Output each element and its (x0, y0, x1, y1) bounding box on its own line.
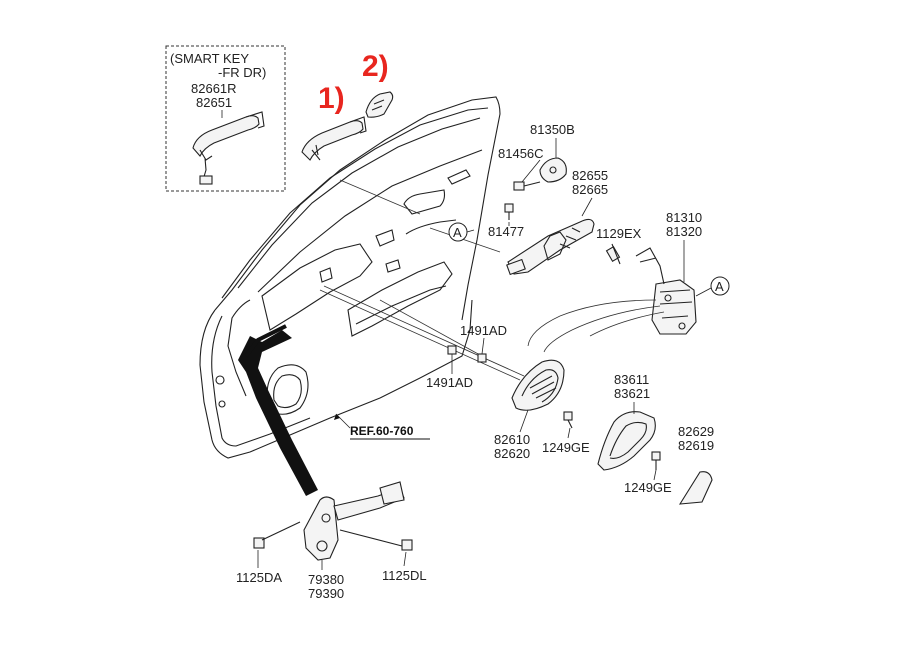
label-83611: 83611 (614, 372, 649, 387)
label-82619: 82619 (678, 438, 714, 453)
label-1491AD-b: 1491AD (426, 375, 473, 390)
label-79380: 79380 (308, 572, 344, 587)
cover-cap-82629-drawing (678, 471, 713, 505)
clip-1491AD-b-drawing (477, 353, 487, 363)
label-1125DA: 1125DA (236, 570, 282, 585)
lock-cables-drawing (527, 299, 665, 353)
label-82651: 82651 (196, 95, 232, 110)
smart-key-outside-handle-drawing (192, 111, 265, 185)
label-1129EX: 1129EX (596, 226, 642, 241)
label-81477: 81477 (488, 224, 524, 239)
label-82620: 82620 (494, 446, 530, 461)
screw-1249GE-b-drawing (651, 451, 661, 470)
callout-2: 2) (362, 50, 389, 83)
label-82661R: 82661R (191, 81, 237, 96)
label-81456C: 81456C (498, 146, 544, 161)
label-83621: 83621 (614, 386, 650, 401)
door-panel-drawing (199, 96, 501, 459)
fastener-81477-drawing (504, 203, 514, 220)
smart-key-label-line2: -FR DR) (218, 65, 266, 80)
label-81320: 81320 (666, 224, 702, 239)
door-check-strap-drawing (238, 324, 318, 496)
reference-marker-a-left: A (448, 222, 475, 242)
bolt-1125DL-drawing (339, 529, 413, 551)
label-82610: 82610 (494, 432, 530, 447)
label-79390: 79390 (308, 586, 344, 601)
ref-label-group: REF.60-760 (334, 413, 430, 440)
smart-key-label-line1: (SMART KEY (170, 51, 249, 66)
label-1491AD-a: 1491AD (460, 323, 507, 338)
svg-text:A: A (715, 279, 724, 294)
label-1249GE-b: 1249GE (624, 480, 672, 495)
bolt-1129EX-drawing (605, 243, 621, 265)
label-82665: 82665 (572, 182, 608, 197)
door-checker-drawing (303, 481, 405, 561)
label-1249GE-a: 1249GE (542, 440, 590, 455)
svg-text:A: A (453, 225, 462, 240)
ref-label: REF.60-760 (350, 424, 414, 438)
outside-handle-drawing (301, 116, 367, 161)
callout-1: 1) (318, 82, 345, 115)
label-81310: 81310 (666, 210, 702, 225)
label-82629: 82629 (678, 424, 714, 439)
label-1125DL: 1125DL (382, 568, 427, 583)
lock-rod-lines (319, 179, 525, 381)
cam-81350B-drawing (539, 157, 567, 183)
inside-handle-bracket-drawing (506, 218, 595, 276)
label-81350B: 81350B (530, 122, 575, 137)
door-lock-actuator-drawing (635, 247, 697, 335)
smart-key-inset: (SMART KEY -FR DR) 82661R 82651 (165, 45, 286, 192)
handle-cover-drawing (365, 91, 394, 118)
label-82655: 82655 (572, 168, 608, 183)
inside-handle-housing-drawing (511, 359, 565, 411)
inside-handle-cover-drawing (597, 411, 656, 471)
screw-1249GE-a-drawing (563, 411, 573, 429)
clip-1491AD-a-drawing (447, 345, 457, 355)
reference-marker-a-right: A (695, 276, 730, 297)
bolt-1125DA-drawing (253, 521, 301, 549)
bolt-81456C-drawing (513, 181, 541, 191)
